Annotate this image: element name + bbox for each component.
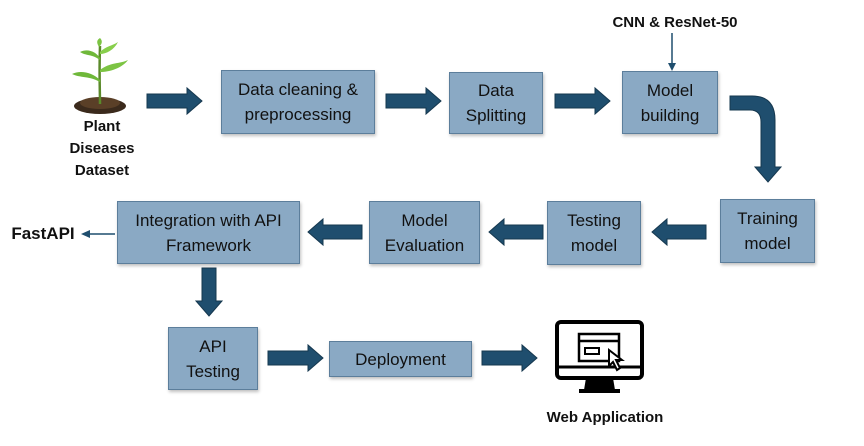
arrow-cleaning-to-splitting: [385, 86, 442, 116]
arrow-dataset-to-cleaning: [146, 86, 203, 116]
arrow-apitesting-to-deployment: [267, 343, 324, 373]
fastapi-arrow-head: [81, 230, 90, 238]
plant-sprout-icon: [72, 38, 128, 114]
fastapi-label: FastAPI: [11, 224, 75, 243]
model-note-label: CNN & ResNet-50: [612, 14, 738, 31]
computer-monitor-icon: [555, 320, 644, 393]
data-cleaning-box: Data cleaning & preprocessing: [221, 70, 375, 134]
training-model-box: Training model: [720, 199, 815, 263]
arrow-testing-to-evaluation: [488, 217, 544, 247]
web-application-label: Web Application: [546, 409, 664, 426]
integration-box: Integration with API Framework: [117, 201, 300, 264]
model-evaluation-box: Model Evaluation: [369, 201, 480, 264]
arrow-integration-to-apitesting: [194, 267, 224, 317]
cursor-icon: [608, 347, 625, 372]
arrow-deployment-to-webapp: [481, 343, 538, 373]
arrow-splitting-to-building: [554, 86, 611, 116]
data-splitting-box: Data Splitting: [449, 72, 543, 134]
arrow-evaluation-to-integration: [307, 217, 363, 247]
arrow-training-to-testing: [651, 217, 707, 247]
arrow-building-to-training: [729, 95, 783, 183]
testing-model-box: Testing model: [547, 201, 641, 265]
note-arrow-down-head: [668, 63, 676, 71]
dataset-label: Plant Diseases Dataset: [69, 118, 135, 179]
model-building-box: Model building: [622, 71, 718, 134]
deployment-box: Deployment: [329, 341, 472, 377]
api-testing-box: API Testing: [168, 327, 258, 390]
